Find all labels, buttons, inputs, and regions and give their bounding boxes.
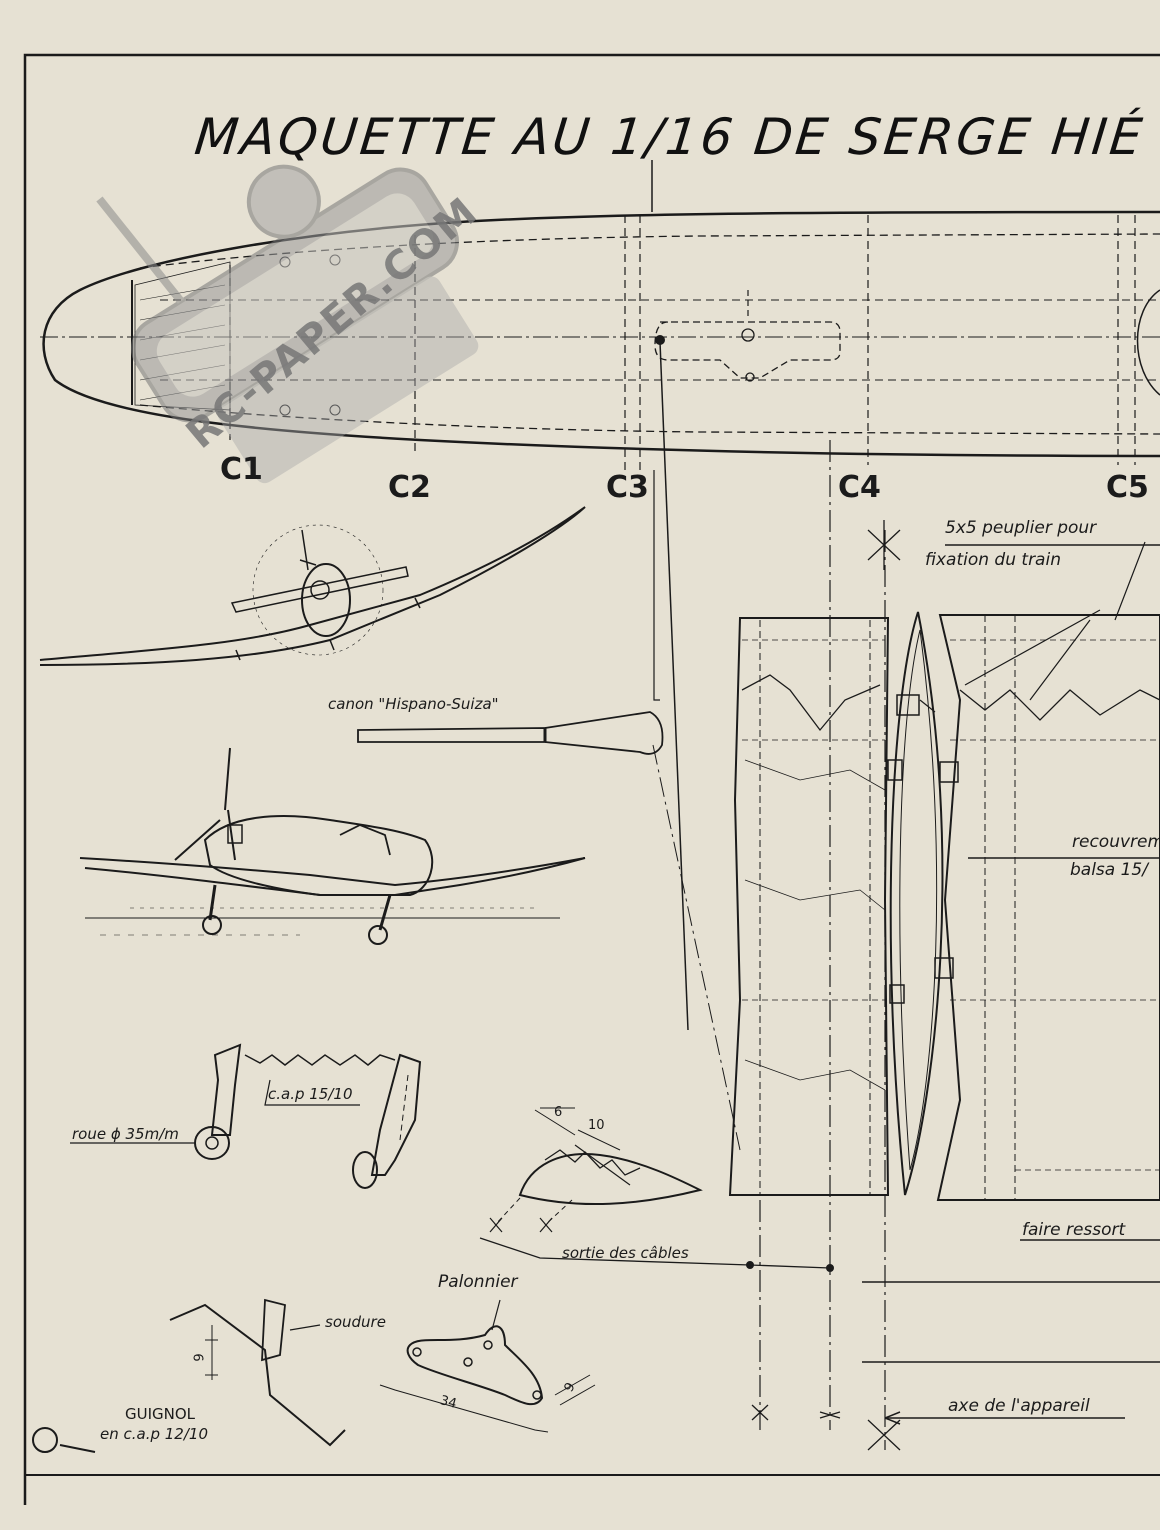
landing-gear-detail <box>70 1043 422 1189</box>
label-balsa: balsa 15/ <box>1070 860 1148 880</box>
label-roue: roue ϕ 35m/m <box>72 1125 179 1143</box>
palonnier-detail <box>379 1299 596 1433</box>
drawing-title: MAQUETTE AU 1/16 DE SERGE HIÉ <box>191 108 1148 166</box>
label-guignol: GUIGNOL <box>125 1405 196 1423</box>
label-soudure: soudure <box>325 1313 386 1331</box>
dimension-9-guignol: 9 <box>192 1353 208 1362</box>
dimension-10: 10 <box>588 1118 605 1133</box>
aircraft-ground-view <box>79 747 586 945</box>
label-sortie-cables: sortie des câbles <box>562 1244 689 1262</box>
wing-section-right <box>936 614 1160 1201</box>
label-faire-ressort: faire ressort <box>1022 1220 1126 1240</box>
wing-rib-profile <box>887 611 959 1196</box>
section-label-c2: C2 <box>388 470 431 505</box>
label-palonnier: Palonnier <box>438 1272 518 1292</box>
frame <box>23 53 1160 1505</box>
cable-exit-detail <box>489 1107 703 1233</box>
guignol-detail <box>32 1298 346 1453</box>
label-canon: canon "Hispano-Suiza" <box>328 695 499 713</box>
dimension-6: 6 <box>554 1105 563 1120</box>
label-peuplier: 5x5 peuplier pour <box>945 518 1097 538</box>
label-recouvrement: recouvreme <box>1072 832 1160 852</box>
label-fixation-train: fixation du train <box>925 550 1061 570</box>
label-guignol-material: en c.a.p 12/10 <box>100 1425 208 1443</box>
wing-section-left <box>728 617 890 1196</box>
aircraft-front-view <box>39 506 586 666</box>
label-cap-15-10: c.a.p 15/10 <box>268 1085 353 1103</box>
section-label-c1: C1 <box>220 452 263 487</box>
label-axe-appareil: axe de l'appareil <box>948 1396 1090 1416</box>
cannon-drawing <box>357 711 664 755</box>
section-label-c5: C5 <box>1106 470 1149 505</box>
section-label-c3: C3 <box>606 470 649 505</box>
section-label-c4: C4 <box>838 470 881 505</box>
